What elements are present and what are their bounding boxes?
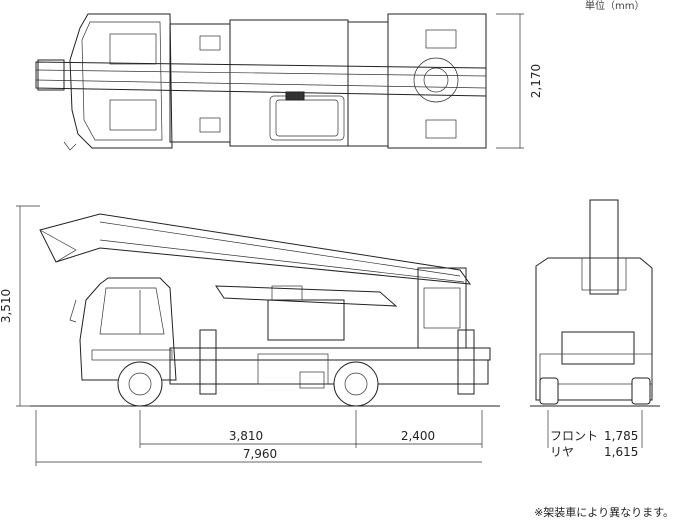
height-dimension: 3,510 — [0, 205, 40, 407]
tread-dimensions: フロント 1,785 リヤ 1,615 — [547, 410, 643, 459]
length-dimensions: 3,810 2,400 7,960 — [35, 410, 483, 466]
front-tread-label: フロント — [550, 429, 598, 443]
footnote: ※架装車により異なります。 — [534, 505, 674, 519]
rear-tread-label: リヤ — [550, 445, 574, 459]
rear-view — [530, 199, 660, 407]
unit-label: 単位（mm） — [585, 0, 644, 12]
height-value: 3,510 — [0, 289, 13, 323]
length-value: 7,960 — [243, 447, 277, 461]
front-tread-value: 1,785 — [604, 429, 638, 443]
side-view — [30, 213, 500, 407]
top-view — [35, 13, 487, 151]
rear-overhang-value: 2,400 — [401, 429, 435, 443]
width-dimension: 2,170 — [496, 13, 543, 149]
rear-tread-value: 1,615 — [604, 445, 638, 459]
wheelbase-value: 3,810 — [229, 429, 263, 443]
width-value: 2,170 — [529, 64, 543, 98]
